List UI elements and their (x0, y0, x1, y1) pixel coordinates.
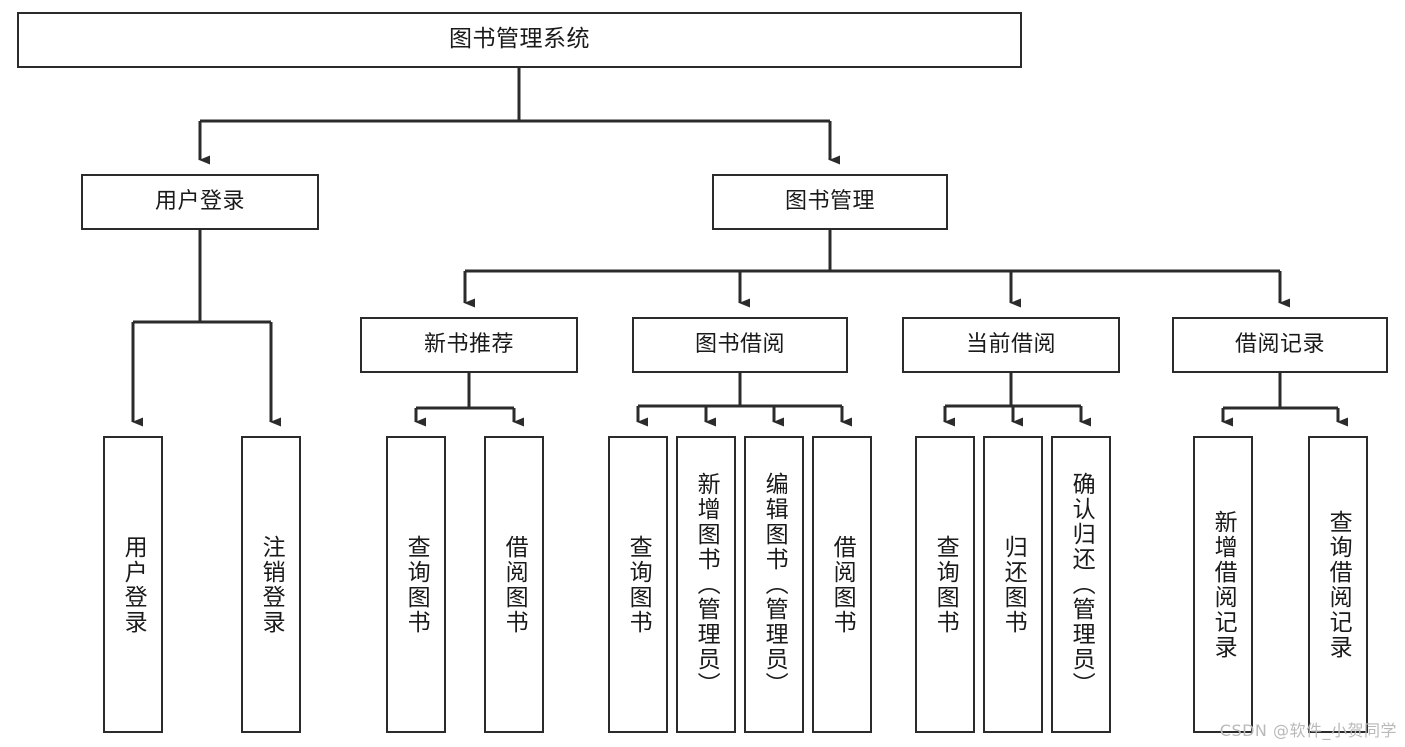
node-label: 新书推荐 (423, 332, 514, 358)
leaf-user-login[interactable]: 用户登录 (103, 436, 163, 733)
node-label: 当前借阅 (965, 332, 1056, 358)
node-label: 确认归还（管理员） (1068, 472, 1095, 697)
node-label: 查询图书 (625, 534, 652, 635)
node-label: 查询图书 (403, 534, 430, 635)
node-label: 归还图书 (1000, 534, 1027, 635)
node-label: 借阅记录 (1234, 332, 1325, 358)
node-label: 图书管理系统 (449, 26, 590, 53)
leaf-borrow-book-recommend[interactable]: 借阅图书 (484, 436, 544, 733)
node-label: 新增借阅记录 (1210, 509, 1237, 660)
node-label: 注销登录 (258, 534, 285, 635)
node-label: 用户登录 (154, 189, 245, 215)
leaf-query-borrow-record[interactable]: 查询借阅记录 (1308, 436, 1368, 733)
node-label: 图书管理 (784, 189, 875, 215)
leaf-query-book-current[interactable]: 查询图书 (915, 436, 975, 733)
node-label: 查询借阅记录 (1325, 509, 1352, 660)
node-label: 查询图书 (932, 534, 959, 635)
node-book-borrow[interactable]: 图书借阅 (632, 317, 848, 373)
leaf-borrow-book[interactable]: 借阅图书 (812, 436, 872, 733)
node-current-borrow[interactable]: 当前借阅 (902, 317, 1120, 373)
leaf-return-book[interactable]: 归还图书 (983, 436, 1043, 733)
node-book-management[interactable]: 图书管理 (712, 174, 948, 230)
leaf-confirm-return-admin[interactable]: 确认归还（管理员） (1051, 436, 1111, 733)
leaf-query-book-recommend[interactable]: 查询图书 (386, 436, 446, 733)
node-user-login[interactable]: 用户登录 (81, 174, 319, 230)
node-new-book-recommend[interactable]: 新书推荐 (360, 317, 578, 373)
node-label: 编辑图书（管理员） (761, 472, 788, 697)
node-borrow-records[interactable]: 借阅记录 (1172, 317, 1388, 373)
node-label: 图书借阅 (694, 332, 785, 358)
node-root-system[interactable]: 图书管理系统 (17, 12, 1022, 68)
watermark: CSDN @软件_小贺同学 (1219, 721, 1397, 740)
leaf-edit-book-admin[interactable]: 编辑图书（管理员） (744, 436, 804, 733)
leaf-logout[interactable]: 注销登录 (241, 436, 301, 733)
node-label: 借阅图书 (501, 534, 528, 635)
leaf-add-borrow-record[interactable]: 新增借阅记录 (1193, 436, 1253, 733)
node-label: 新增图书（管理员） (693, 472, 720, 697)
leaf-query-book-borrow[interactable]: 查询图书 (608, 436, 668, 733)
node-label: 借阅图书 (829, 534, 856, 635)
node-label: 用户登录 (120, 534, 147, 635)
leaf-add-book-admin[interactable]: 新增图书（管理员） (676, 436, 736, 733)
